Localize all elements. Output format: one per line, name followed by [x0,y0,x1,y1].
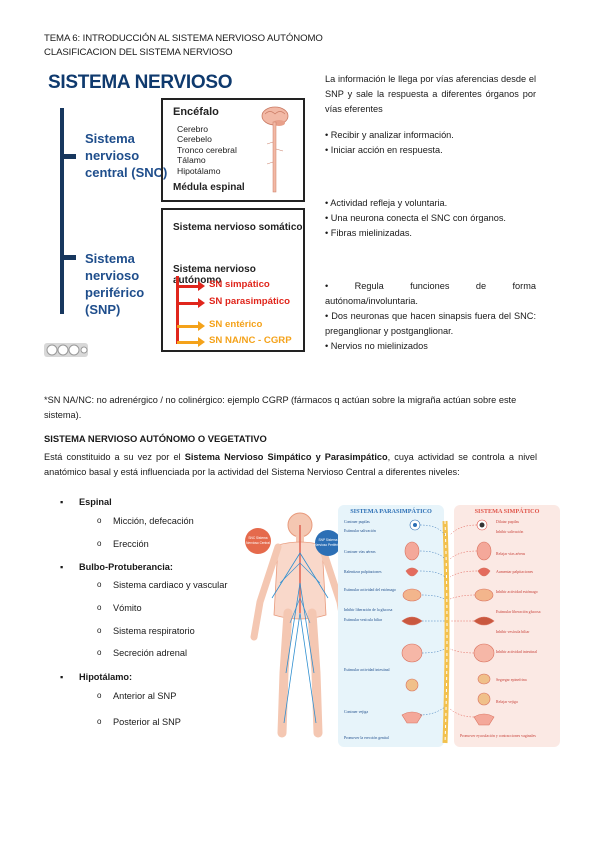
svg-text:SISTEMA SIMPÁTICO: SISTEMA SIMPÁTICO [475,507,540,515]
simp-label: Inhibir actividad estómago [496,590,538,594]
parasimpatico-label: SN parasimpático [209,296,291,307]
diagram-title: SISTEMA NERVIOSO [48,72,233,93]
para-label: Contraer vías aéreas [344,550,376,554]
enterico-label: SN entérico [209,319,263,330]
snp-box: Sistema nervioso somático Sistema nervio… [161,208,305,352]
nervous-system-diagram: SISTEMA NERVIOSO Sistema nervioso centra… [40,70,306,360]
autonomo-stem [176,276,179,344]
simpatico-label: SN simpático [209,279,270,290]
simp-label: Estimular liberación glucosa [496,610,541,614]
snc-label: Sistema nervioso central (SNC) [85,131,168,180]
encefalo-box: Encéfalo Cerebro Cerebelo Tronco cerebra… [161,98,305,202]
organ-icons [401,519,495,726]
nanc-label: SN NA/NC - CGRP [209,335,292,346]
para-label: Estimular vesícula biliar [344,618,383,622]
svg-text:Nervioso Periférico: Nervioso Periférico [315,543,342,547]
simp-label: Inhibir actividad intestinal [496,650,537,654]
human-body-illustration [250,512,350,738]
snc-bullets: • Recibir y analizar información. • Inic… [325,130,454,155]
encefalo-title: Encéfalo [173,106,219,118]
somatico-bullets: • Actividad refleja y voluntaria. • Una … [325,198,506,238]
doc-title: TEMA 6: INTRODUCCIÓN AL SISTEMA NERVIOSO… [44,33,323,44]
spinal-cord-illustration [442,520,450,744]
medula-label: Médula espinal [173,182,245,193]
para-label: Inhibir liberación de la glucosa [344,608,393,612]
arrow-simpatico [177,281,205,291]
section-paragraph: Está constituido a su vez por el Sistema… [44,452,537,477]
snp-badge [315,530,341,556]
para-label: Estimular actividad del estómago [344,588,396,592]
simp-label: Inhibir vesícula biliar [496,630,530,634]
tree-trunk [60,108,64,314]
simp-label: Dilatar pupilas [496,520,519,524]
simp-label: Segregar epinefrina [496,678,527,682]
snp-label: Sistema nervioso periférico (SNP) [85,251,145,317]
autonomic-system-infographic: SNC Sistema Nervioso Central SNP Sistema… [240,503,562,750]
svg-text:Nervioso Central: Nervioso Central [246,541,270,545]
para-label: Estimular salivación [344,529,376,533]
license-badge-icon [44,343,88,357]
para-label: Ralentizar palpitaciones [344,570,382,574]
somatico-label: Sistema nervioso somático [173,222,303,233]
svg-text:SISTEMA PARASIMPÁTICO: SISTEMA PARASIMPÁTICO [350,507,432,515]
simp-label: Relajar vejiga [496,700,518,704]
autonomo-bullets: • Regula funciones de forma autónoma/inv… [325,281,536,351]
autonomo-label: Sistema nervioso autónomo [173,264,256,286]
doc-subtitle: CLASIFICACION DEL SISTEMA NERVIOSO [44,47,233,58]
para-label: Promover la erección genital [344,736,389,740]
arrow-enterico [177,321,205,331]
snc-badge [245,528,271,554]
arrow-nanc [177,337,205,347]
section-title: SISTEMA NERVIOSO AUTÓNOMO O VEGETATIVO [44,433,267,444]
encefalo-list: Cerebro Cerebelo Tronco cerebral Tálamo … [177,124,237,176]
para-nerve-lines [419,524,446,716]
brain-spine-illustration [261,106,289,193]
simp-label: Relajar vías aéreas [496,552,526,556]
svg-text:SNP Sistema: SNP Sistema [319,538,338,542]
footnote: *SN NA/NC: no adrenérgico / no colinérgi… [44,395,517,420]
para-label: Estimular actividad intestinal [344,668,390,672]
intro-paragraph: La información le llega por vías aferenc… [325,74,536,114]
simp-label: Aumentar palpitaciones [496,570,534,574]
svg-text:SNC Sistema: SNC Sistema [248,536,267,540]
simp-label: Inhibir salivación [496,530,523,534]
para-labels: Contraer pupilas Estimular salivación Co… [344,520,396,740]
para-label: Contraer pupilas [344,520,370,524]
simp-label: Promover eyaculación y contracciones vag… [460,734,536,738]
tree-branch-snc [60,154,76,159]
tree-branch-snp [60,255,76,260]
arrow-parasimpatico [177,298,205,308]
para-label: Contraer vejiga [344,710,368,714]
simp-labels: Dilatar pupilas Inhibir salivación Relaj… [460,520,541,738]
sympathetic-panel [454,505,560,747]
simp-nerve-lines [449,524,478,718]
